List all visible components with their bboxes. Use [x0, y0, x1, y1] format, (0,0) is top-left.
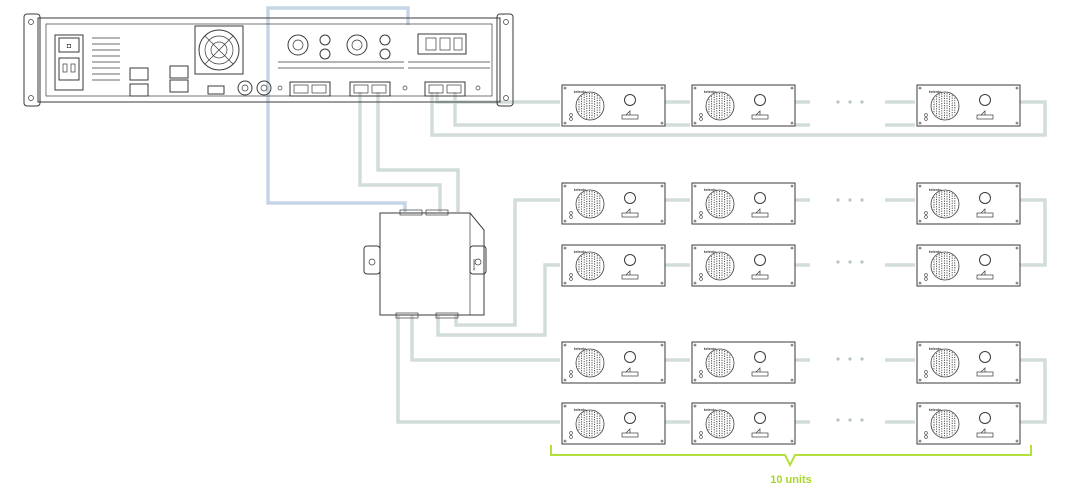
- row-4-cable: [410, 315, 1047, 424]
- delegate-unit-icon: televic: [561, 341, 666, 384]
- delegate-unit-icon: televic: [916, 84, 1021, 127]
- mic-button-icon: [754, 94, 766, 106]
- mic-button-icon: [754, 254, 766, 266]
- unit-brand-label: televic: [929, 249, 942, 254]
- continuation-dot: [860, 418, 864, 422]
- unit-brand-label: televic: [929, 407, 942, 412]
- speaker-icon: [930, 251, 960, 281]
- delegate-unit-icon: televic: [561, 402, 666, 445]
- mic-button-icon: [754, 192, 766, 204]
- unit-brand-label: televic: [704, 407, 717, 412]
- delegate-unit-icon: televic: [561, 84, 666, 127]
- mic-button-icon: [979, 412, 991, 424]
- unit-brand-label: televic: [574, 346, 587, 351]
- speaker-icon: [575, 189, 605, 219]
- unit-brand-label: televic: [929, 187, 942, 192]
- mic-button-icon: [754, 351, 766, 363]
- continuation-dot: [848, 100, 852, 104]
- delegate-unit-icon: televic: [916, 402, 1021, 445]
- network-hub-icon: televic: [363, 209, 487, 319]
- mic-button-icon: [979, 94, 991, 106]
- continuation-dot: [848, 418, 852, 422]
- speaker-icon: [575, 348, 605, 378]
- speaker-icon: [705, 189, 735, 219]
- hub-label: televic: [472, 259, 477, 270]
- speaker-icon: [705, 251, 735, 281]
- delegate-units: televic televic televic televic televic telev…: [561, 84, 1021, 445]
- mic-button-icon: [624, 351, 636, 363]
- continuation-dot: [836, 198, 840, 202]
- mic-button-icon: [624, 192, 636, 204]
- unit-brand-label: televic: [574, 407, 587, 412]
- continuation-dot: [860, 198, 864, 202]
- speaker-icon: [705, 91, 735, 121]
- mic-button-icon: [624, 412, 636, 424]
- mic-button-icon: [979, 351, 991, 363]
- delegate-unit-icon: televic: [691, 244, 796, 287]
- speaker-icon: [930, 348, 960, 378]
- units-count-label: 10 units: [770, 474, 812, 486]
- delegate-unit-icon: televic: [916, 341, 1021, 384]
- delegate-unit-icon: televic: [691, 341, 796, 384]
- continuation-dot: [836, 260, 840, 264]
- mic-button-icon: [979, 192, 991, 204]
- speaker-icon: [705, 348, 735, 378]
- continuation-dot: [836, 357, 840, 361]
- delegate-unit-icon: televic: [691, 402, 796, 445]
- speaker-icon: [930, 91, 960, 121]
- unit-brand-label: televic: [704, 346, 717, 351]
- mic-button-icon: [624, 254, 636, 266]
- delegate-unit-icon: televic: [561, 182, 666, 225]
- delegate-unit-icon: televic: [561, 244, 666, 287]
- continuation-dot: [848, 198, 852, 202]
- row-3-cable: [436, 263, 915, 337]
- continuation-dot: [836, 418, 840, 422]
- row-2-cable: [454, 198, 1047, 327]
- mic-button-icon: [979, 254, 991, 266]
- delegate-unit-icon: televic: [916, 182, 1021, 225]
- continuation-dot: [848, 357, 852, 361]
- unit-brand-label: televic: [929, 89, 942, 94]
- speaker-icon: [575, 91, 605, 121]
- blue-cable: [266, 6, 410, 212]
- unit-brand-label: televic: [574, 249, 587, 254]
- delegate-unit-icon: televic: [691, 84, 796, 127]
- speaker-icon: [930, 189, 960, 219]
- mic-button-icon: [624, 94, 636, 106]
- speaker-icon: [575, 409, 605, 439]
- unit-to-hub-cable: [358, 92, 460, 212]
- unit-brand-label: televic: [704, 187, 717, 192]
- unit-brand-label: televic: [704, 89, 717, 94]
- unit-brand-label: televic: [704, 249, 717, 254]
- mic-button-icon: [754, 412, 766, 424]
- delegate-unit-icon: televic: [916, 244, 1021, 287]
- continuation-dots: [836, 100, 864, 422]
- continuation-dot: [860, 357, 864, 361]
- continuation-dot: [860, 260, 864, 264]
- rack-central-unit-icon: ◘: [23, 13, 514, 107]
- row-5-cable: [396, 315, 915, 424]
- svg-text:◘: ◘: [67, 43, 71, 50]
- speaker-icon: [705, 409, 735, 439]
- unit-brand-label: televic: [574, 89, 587, 94]
- count-brace: [550, 445, 1032, 468]
- speaker-icon: [575, 251, 605, 281]
- speaker-icon: [930, 409, 960, 439]
- unit-brand-label: televic: [574, 187, 587, 192]
- delegate-unit-icon: televic: [691, 182, 796, 225]
- unit-brand-label: televic: [929, 346, 942, 351]
- continuation-dot: [836, 100, 840, 104]
- continuation-dot: [860, 100, 864, 104]
- continuation-dot: [848, 260, 852, 264]
